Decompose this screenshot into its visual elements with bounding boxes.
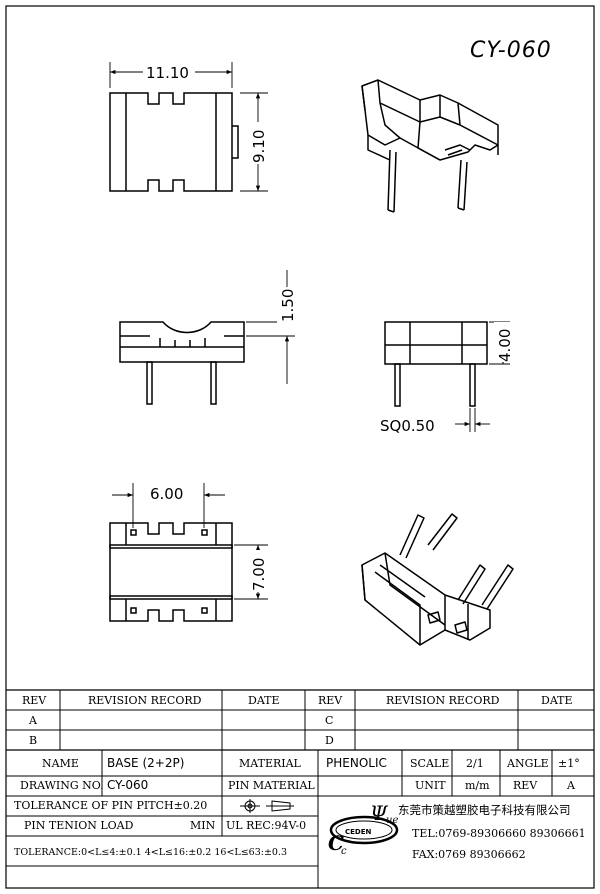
part-number-title: CY-060 <box>470 38 552 63</box>
end-view <box>384 321 488 407</box>
material-value: PHENOLIC <box>326 756 387 770</box>
rev-header-date-2: DATE <box>541 694 573 707</box>
name-value: BASE (2+2P) <box>107 756 185 770</box>
drawing-no-value: CY-060 <box>107 778 149 792</box>
rev-label: REV <box>513 779 538 792</box>
angle-label: ANGLE <box>507 757 549 770</box>
rev-header-date-1: DATE <box>248 694 280 707</box>
scale-value: 2/1 <box>466 757 484 770</box>
angle-value: ±1° <box>558 757 580 770</box>
name-label: NAME <box>42 757 79 770</box>
top-view <box>109 92 239 192</box>
rev-row-a: A <box>29 714 37 727</box>
side-view <box>119 321 245 405</box>
tolerance-general: TOLERANCE:0<L≤4:±0.1 4<L≤16:±0.2 16<L≤63… <box>14 847 288 858</box>
dim-pin-pitch: 6.00 <box>150 485 183 503</box>
svg-text:Ψ: Ψ <box>370 801 389 825</box>
bottom-view <box>109 522 233 622</box>
title-block-grid <box>6 750 594 888</box>
pin-tension-unit: MIN <box>190 819 216 832</box>
company-fax: FAX:0769 89306662 <box>412 848 526 861</box>
rev-header-record-1: REVISION RECORD <box>88 694 202 707</box>
svg-text:CEDEN: CEDEN <box>345 828 372 836</box>
dim-bottom-height: 7.00 <box>250 558 268 591</box>
svg-text:ue: ue <box>386 815 398 826</box>
dim-top-height: 9.10 <box>250 130 268 163</box>
rev-header-rev-2: REV <box>318 694 343 707</box>
rev-value: A <box>567 779 575 792</box>
pin-tension-label: PIN TENION LOAD <box>24 819 134 832</box>
revision-table-grid <box>6 689 594 751</box>
dim-top-width: 11.10 <box>146 64 189 82</box>
rev-row-b: B <box>29 734 38 747</box>
iso-view-bottom <box>361 513 514 646</box>
scale-label: SCALE <box>410 757 450 770</box>
company-tel: TEL:0769-89306660 89306661 <box>412 827 586 840</box>
rev-row-d: D <box>325 734 334 747</box>
unit-label: UNIT <box>415 779 446 792</box>
svg-text:c: c <box>341 846 347 857</box>
bottom-view-dimensions <box>112 483 268 600</box>
top-view-dimensions <box>109 62 268 192</box>
dim-end-height: 4.00 <box>496 329 514 362</box>
unit-value: m/m <box>465 779 490 792</box>
tolerance-pitch: TOLERANCE OF PIN PITCH±0.20 <box>14 799 208 812</box>
projection-symbol <box>240 799 294 813</box>
pin-material-label: PIN MATERIAL <box>228 779 315 792</box>
svg-text:C: C <box>328 831 344 855</box>
iso-view-top <box>361 79 499 213</box>
company-logo: CEDEN C c Ψ ue <box>328 801 398 857</box>
dim-side-height: 1.50 <box>279 289 297 322</box>
sheet-border <box>5 5 595 889</box>
ul-rec: UL REC:94V-0 <box>226 819 307 832</box>
rev-header-rev-1: REV <box>22 694 47 707</box>
company-name: 东莞市策越塑胶电子科技有限公司 <box>398 803 571 817</box>
dim-pin-size: SQ0.50 <box>380 417 435 435</box>
rev-header-record-2: REVISION RECORD <box>386 694 500 707</box>
drawing-no-label: DRAWING NO. <box>20 779 104 792</box>
rev-row-c: C <box>325 714 334 727</box>
material-label: MATERIAL <box>239 757 301 770</box>
